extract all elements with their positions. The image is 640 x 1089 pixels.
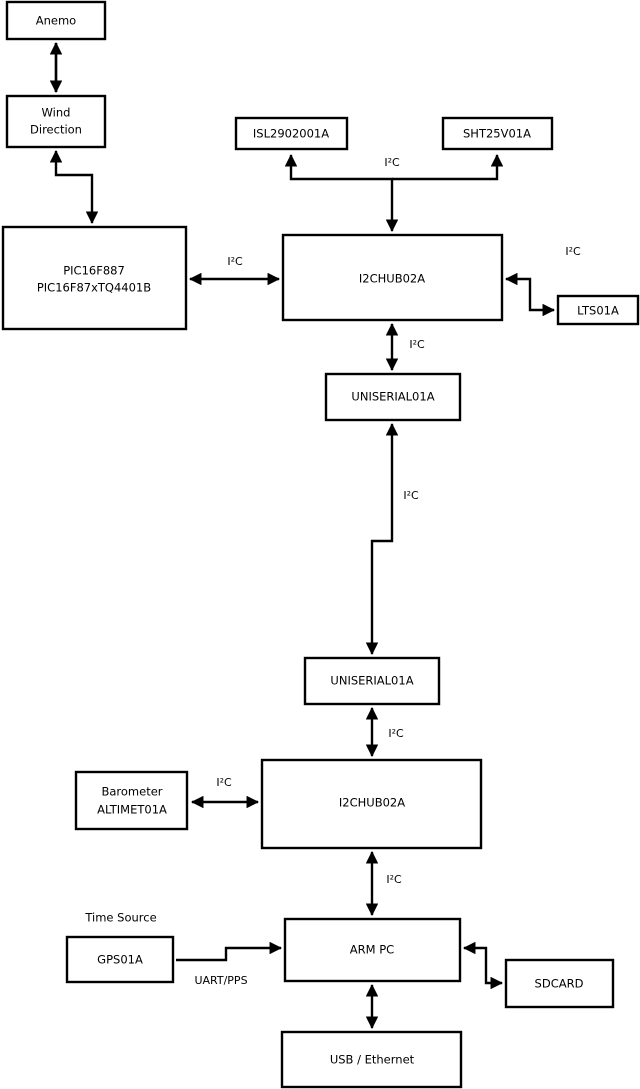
node-label-barometer-line1: Barometer: [101, 785, 162, 799]
node-label-sdcard: SDCARD: [535, 977, 584, 991]
edge-hub-uniserial-top: I²C: [385, 323, 425, 371]
node-label-wind-line1: Wind: [42, 106, 71, 120]
node-label-lts: LTS01A: [577, 304, 619, 318]
node-box[interactable]: [504, 958, 615, 1009]
edge-hub-lts: I²C: [505, 245, 581, 317]
node-label-anemo: Anemo: [36, 14, 76, 28]
node-label-uniserial-bottom: UNISERIAL01A: [330, 674, 413, 688]
node-arm-pc[interactable]: ARM PC: [283, 917, 462, 983]
node-box[interactable]: [556, 294, 640, 326]
node-label-uniserial-top: UNISERIAL01A: [351, 390, 434, 404]
node-label-hub-bottom: I2CHUB02A: [339, 796, 405, 810]
edge-path: [463, 941, 503, 990]
edge-label-uniserial-link: I²C: [403, 489, 419, 502]
edge-label-hub-sensors: I²C: [384, 156, 400, 169]
node-sht25v01a[interactable]: SHT25V01A: [441, 116, 554, 151]
edge-path: [392, 154, 504, 181]
node-label-gps: GPS01A: [97, 953, 143, 967]
edge-path: [49, 150, 99, 224]
edge-label-uniserial-hub2: I²C: [388, 727, 404, 740]
edge-label-hub-lts: I²C: [565, 245, 581, 258]
node-label-pic-line2: PIC16F87xTQ4401B: [37, 281, 151, 295]
node-box[interactable]: [74, 770, 189, 831]
node-box[interactable]: [5, 0, 107, 41]
node-gps01a[interactable]: GPS01A: [65, 935, 175, 984]
node-box[interactable]: [441, 116, 554, 151]
node-box[interactable]: [283, 917, 462, 983]
edge-path: [365, 423, 399, 655]
node-lts01a[interactable]: LTS01A: [556, 294, 640, 326]
edge-label-hub-uniserial: I²C: [409, 338, 425, 351]
node-label-wind-line2: Direction: [30, 123, 82, 137]
edge-uniserial-link: I²C: [365, 423, 419, 655]
edge-armpc-sdcard: [463, 941, 503, 990]
annotation-time-source: Time Source: [84, 911, 156, 925]
node-uniserial01a-top[interactable]: UNISERIAL01A: [324, 372, 462, 422]
node-label-barometer-line2: ALTIMET01A: [97, 803, 167, 817]
node-wind-direction[interactable]: Wind Direction: [5, 94, 107, 149]
edge-gps-armpc: UART/PPS: [176, 941, 282, 987]
node-i2chub02a-top[interactable]: I2CHUB02A: [281, 233, 504, 322]
edge-label-barometer-hub2: I²C: [216, 776, 232, 789]
edge-hub-bottom-armpc: I²C: [365, 851, 402, 916]
node-i2chub02a-bottom[interactable]: I2CHUB02A: [260, 758, 483, 850]
node-box[interactable]: [65, 935, 175, 984]
node-label-sht: SHT25V01A: [463, 127, 531, 141]
node-label-armpc: ARM PC: [350, 943, 394, 957]
node-box[interactable]: [303, 656, 441, 706]
edge-barometer-hub-bottom: I²C: [191, 776, 259, 809]
edge-hub-sensors: I²C: [284, 154, 504, 232]
node-box[interactable]: [281, 233, 504, 322]
node-label-isl: ISL2902001A: [253, 127, 329, 141]
node-barometer[interactable]: Barometer ALTIMET01A: [74, 770, 189, 831]
edge-uniserial-hub-bottom: I²C: [365, 707, 404, 757]
node-isl2902001a[interactable]: ISL2902001A: [234, 116, 349, 151]
node-uniserial01a-bottom[interactable]: UNISERIAL01A: [303, 656, 441, 706]
node-label-hub-top: I2CHUB02A: [359, 272, 425, 286]
node-box[interactable]: [324, 372, 462, 422]
node-sdcard[interactable]: SDCARD: [504, 958, 615, 1009]
node-label-pic-line1: PIC16F887: [63, 264, 125, 278]
edge-path: [505, 272, 555, 317]
edge-path: [176, 941, 282, 962]
node-label-usb: USB / Ethernet: [330, 1053, 415, 1067]
node-box[interactable]: [1, 225, 188, 331]
edge-label-pic-hub: I²C: [227, 255, 243, 268]
node-pic-mcu[interactable]: PIC16F887 PIC16F87xTQ4401B: [1, 225, 188, 331]
node-anemo[interactable]: Anemo: [5, 0, 107, 41]
edge-label-hub2-armpc: I²C: [386, 873, 402, 886]
node-usb-ethernet[interactable]: USB / Ethernet: [280, 1030, 463, 1089]
node-box[interactable]: [5, 94, 107, 149]
node-box[interactable]: [260, 758, 483, 850]
edge-path: [284, 154, 399, 232]
edge-pic-hub-top: I²C: [189, 255, 280, 286]
edge-pic-wind: [49, 150, 99, 224]
edge-label-gps-armpc: UART/PPS: [194, 974, 247, 987]
node-box[interactable]: [280, 1030, 463, 1089]
node-box[interactable]: [234, 116, 349, 151]
